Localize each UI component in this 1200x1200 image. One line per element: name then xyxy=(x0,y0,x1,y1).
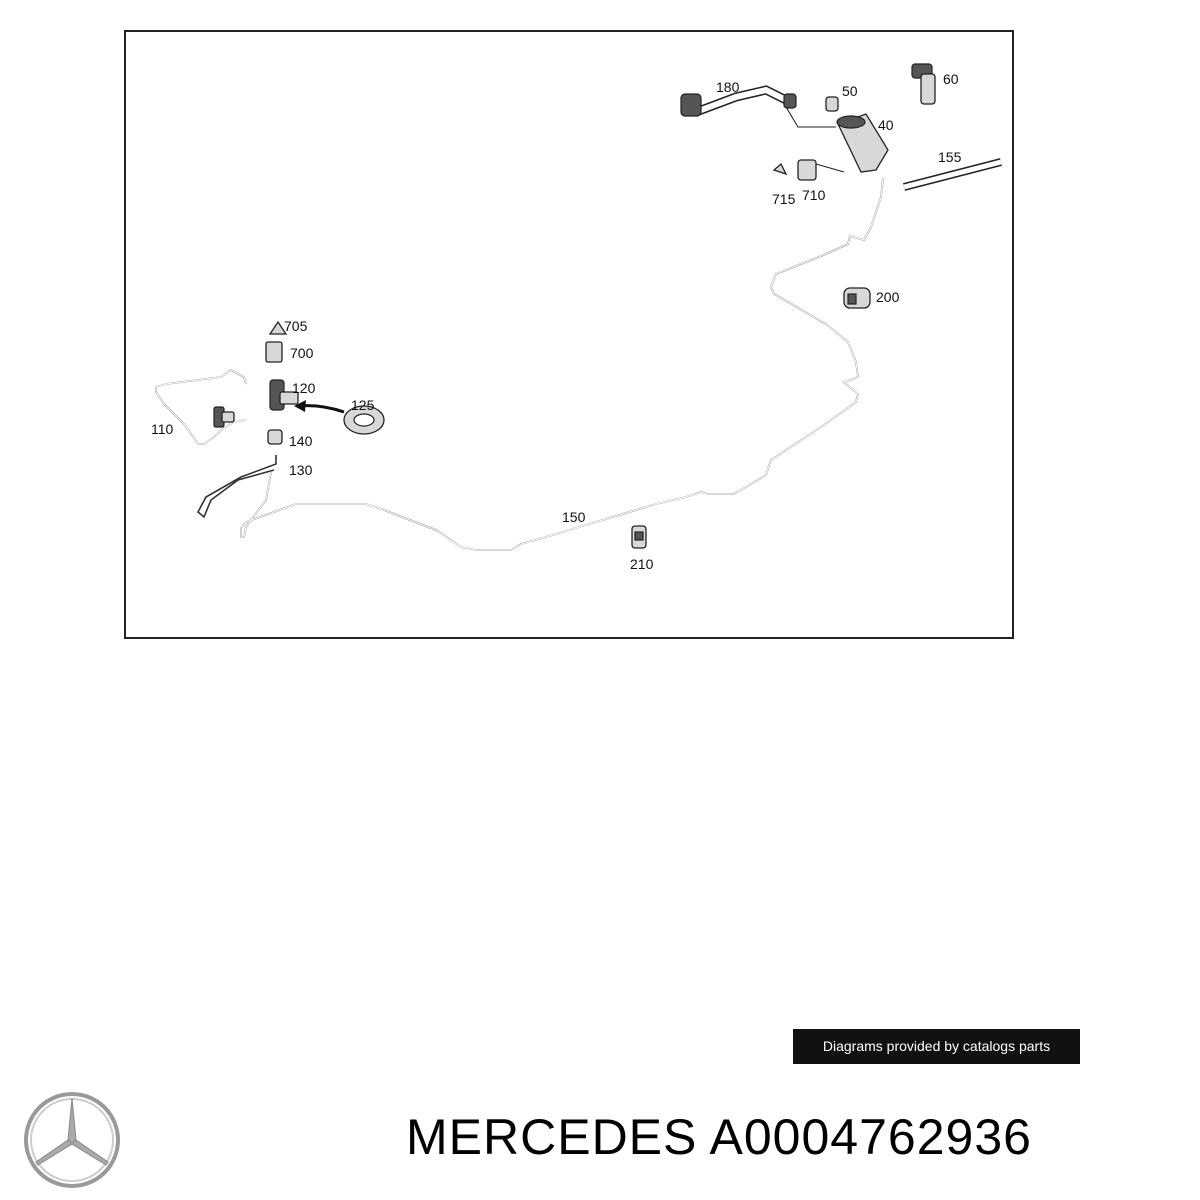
hose-180 xyxy=(680,85,797,117)
callout-700: 700 xyxy=(290,345,314,361)
diagram-credit-text: Diagrams provided by catalogs parts xyxy=(822,1038,1051,1054)
clamp-125 xyxy=(294,400,385,435)
callout-155: 155 xyxy=(938,149,962,165)
callout-705: 705 xyxy=(284,318,308,334)
mercedes-star-logo-icon xyxy=(24,1092,120,1188)
clip-140 xyxy=(267,429,283,445)
connector-60 xyxy=(911,63,936,105)
fuel-line-110 xyxy=(155,369,247,445)
clip-210 xyxy=(631,525,647,549)
clip-200 xyxy=(843,287,871,309)
callout-40: 40 xyxy=(878,117,894,133)
callout-710: 710 xyxy=(802,187,826,203)
callout-200: 200 xyxy=(876,289,900,305)
callout-110: 110 xyxy=(151,421,174,437)
callout-150: 150 xyxy=(562,509,586,525)
leader-710 xyxy=(815,163,845,173)
callout-180: 180 xyxy=(716,79,740,95)
valve-710 xyxy=(772,159,817,181)
fuel-line-130 xyxy=(196,455,277,519)
diagram-credit-badge: Diagrams provided by catalogs parts xyxy=(793,1029,1080,1064)
parts-diagram: 180 50 60 40 155 715 710 200 705 700 120… xyxy=(151,63,1002,572)
callout-125: 125 xyxy=(351,397,375,413)
callout-50: 50 xyxy=(842,83,858,99)
callout-140: 140 xyxy=(289,433,313,449)
fuel-line-150 xyxy=(240,177,884,551)
parts-diagram-frame: 180 50 60 40 155 715 710 200 705 700 120… xyxy=(124,30,1014,639)
callout-210: 210 xyxy=(630,556,654,572)
filter-40 xyxy=(836,113,889,173)
product-title: MERCEDES A0004762936 xyxy=(406,1109,1032,1165)
valve-assembly-120 xyxy=(265,320,299,411)
cap-50 xyxy=(825,96,839,112)
connector-110 xyxy=(213,406,235,428)
pipe-155 xyxy=(903,158,1002,191)
callout-60: 60 xyxy=(943,71,959,87)
callout-715: 715 xyxy=(772,191,796,207)
leader-180-40 xyxy=(785,106,836,128)
callout-130: 130 xyxy=(289,462,313,478)
callout-120: 120 xyxy=(292,380,316,396)
